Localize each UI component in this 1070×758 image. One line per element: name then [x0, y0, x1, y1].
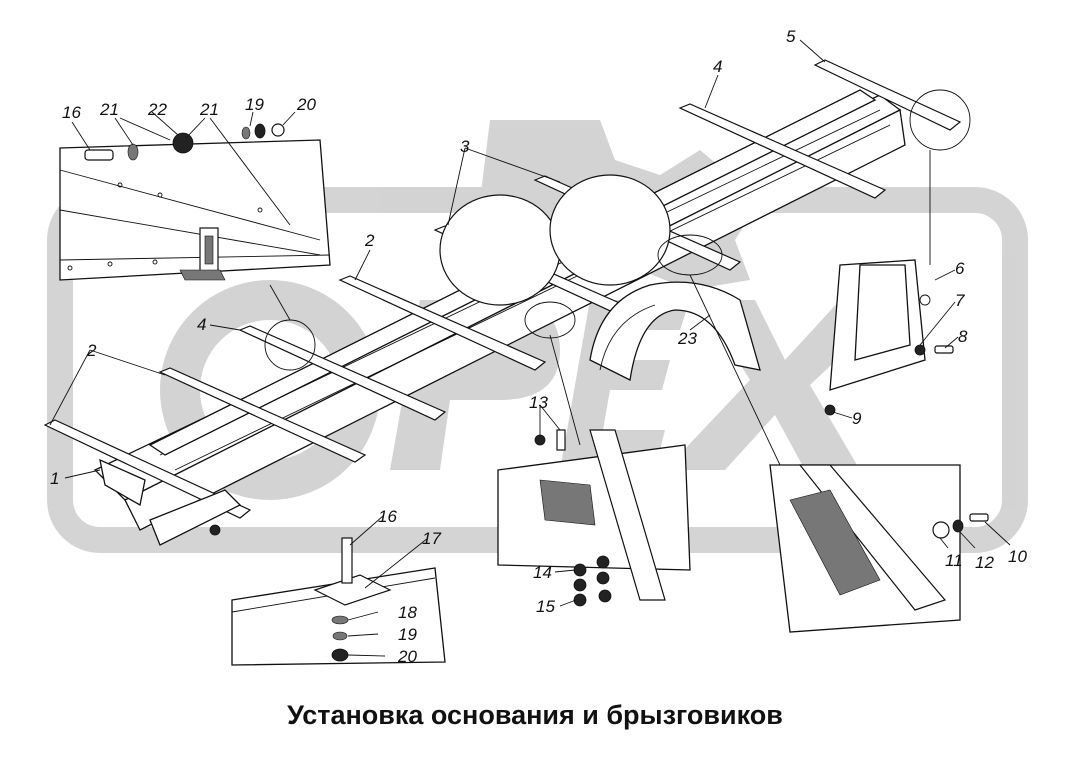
cross-bars: [43, 59, 962, 519]
callout-8: 8: [958, 327, 968, 346]
callout-6: 6: [955, 259, 965, 278]
callout-10: 10: [1008, 547, 1027, 566]
callout-2-middle: 2: [364, 231, 375, 250]
callout-20-top: 20: [296, 95, 316, 114]
callout-18: 18: [398, 603, 417, 622]
callout-21-left: 21: [99, 100, 119, 119]
callout-2-left: 2: [86, 341, 97, 360]
callout-1: 1: [50, 469, 59, 488]
callout-16-bottom: 16: [378, 507, 397, 526]
callout-4-left: 4: [197, 315, 206, 334]
callout-9: 9: [852, 409, 862, 428]
callout-22: 22: [147, 100, 167, 119]
inset-right: [769, 464, 989, 633]
callout-23: 23: [677, 329, 697, 348]
callout-12: 12: [975, 553, 994, 572]
callout-labels: 16 21 22 21 19 20 5 4 3 2 4 2 1 6 7 8 9 …: [50, 27, 1027, 666]
callout-14: 14: [533, 563, 552, 582]
assembly-diagram: 16 21 22 21 19 20 5 4 3 2 4 2 1 6 7 8 9 …: [43, 27, 1028, 666]
callout-5: 5: [786, 27, 796, 46]
inset-center: [497, 429, 691, 607]
callout-17: 17: [422, 529, 441, 548]
inset-top-left: [59, 123, 331, 281]
callout-15: 15: [536, 597, 555, 616]
callout-4-top: 4: [713, 57, 722, 76]
leader-lines: [49, 39, 1011, 657]
callout-20-bottom: 20: [397, 647, 417, 666]
callout-7: 7: [955, 291, 965, 310]
callout-13: 13: [529, 393, 548, 412]
front-bumper: [99, 458, 242, 546]
mudguard-detail: [824, 259, 954, 416]
callout-11: 11: [945, 551, 963, 570]
callout-21-right: 21: [199, 100, 219, 119]
reference-circles: [264, 89, 971, 466]
callout-16-top: 16: [62, 103, 81, 122]
callout-19-top: 19: [245, 95, 264, 114]
callout-19-bottom: 19: [398, 625, 417, 644]
wheels: [439, 174, 761, 381]
inset-bottom-left: [231, 537, 446, 666]
figure-caption: Установка основания и брызговиков: [287, 700, 783, 730]
callout-3: 3: [460, 137, 470, 156]
